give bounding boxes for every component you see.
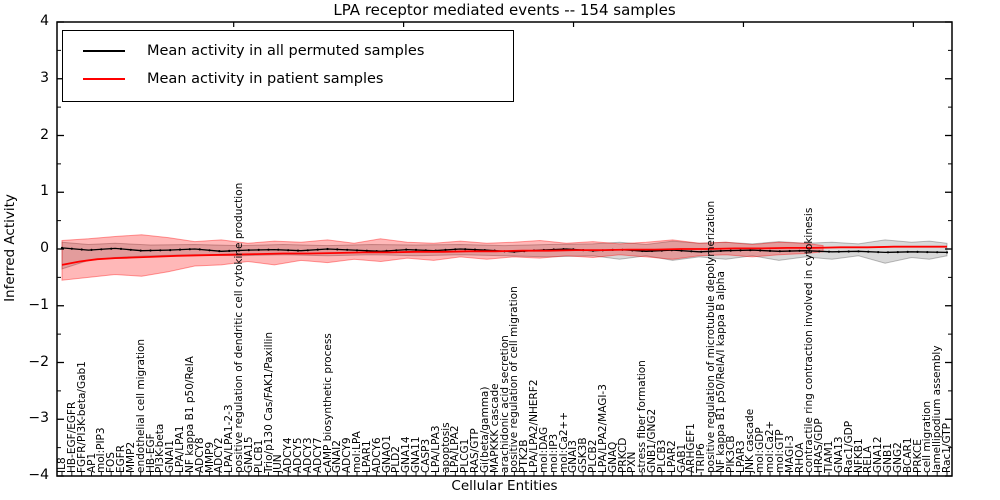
- marker-dot: [247, 249, 250, 252]
- marker-dot: [945, 251, 949, 254]
- marker-dot: [719, 249, 722, 252]
- marker-dot: [414, 248, 418, 251]
- marker-dot: [336, 248, 339, 251]
- marker-dot: [306, 249, 309, 252]
- marker-dot: [690, 250, 693, 253]
- marker-dot: [218, 250, 221, 253]
- y-tick-label: 2: [40, 126, 49, 143]
- x-tick-label: Rac1/GTP: [941, 423, 953, 473]
- chart-title: LPA receptor mediated events -- 154 samp…: [333, 1, 676, 19]
- marker-dot: [228, 249, 231, 252]
- marker-dot: [700, 250, 703, 253]
- marker-dot: [759, 249, 762, 252]
- marker-dot: [188, 248, 191, 251]
- marker-dot: [788, 249, 791, 253]
- marker-dot: [90, 248, 93, 251]
- y-tick-label: 4: [40, 13, 49, 29]
- marker-dot: [139, 249, 142, 252]
- marker-dot: [886, 251, 890, 254]
- marker-dot: [749, 249, 752, 252]
- marker-dot: [385, 249, 388, 252]
- marker-dot: [355, 249, 359, 252]
- marker-dot: [395, 249, 398, 252]
- marker-dot: [405, 248, 408, 251]
- marker-dot: [287, 249, 290, 252]
- marker-dot: [296, 249, 300, 252]
- band-permuted-samples-range: [61, 239, 948, 270]
- marker-dot: [867, 250, 870, 253]
- marker-dot: [149, 249, 152, 252]
- legend-line-black: [83, 50, 125, 52]
- x-axis-label: Cellular Entities: [451, 478, 558, 494]
- marker-dot: [473, 248, 477, 251]
- marker-dot: [267, 248, 270, 251]
- legend-line-red: [83, 78, 125, 80]
- marker-dot: [277, 248, 280, 251]
- marker-dot: [926, 251, 929, 254]
- marker-dot: [936, 251, 939, 254]
- marker-dot: [709, 250, 713, 253]
- line-patient: [61, 245, 947, 266]
- x-tick-label: positive regulation of dendritic cell cy…: [233, 182, 245, 473]
- legend-item-permuted: Mean activity in all permuted samples: [73, 37, 503, 65]
- marker-dot: [906, 250, 909, 253]
- marker-dot: [837, 250, 840, 253]
- marker-dot: [857, 250, 860, 253]
- y-tick-label: 1: [40, 183, 49, 200]
- y-tick-label: −1: [28, 296, 49, 313]
- marker-dot: [739, 249, 742, 252]
- y-tick-label: −3: [28, 410, 49, 427]
- y-tick-label: 0: [40, 240, 49, 256]
- marker-dot: [316, 248, 319, 251]
- marker-dot: [326, 247, 329, 251]
- marker-dot: [208, 249, 211, 252]
- marker-dot: [454, 248, 457, 251]
- marker-dot: [100, 248, 103, 251]
- marker-dot: [798, 249, 801, 252]
- marker-dot: [818, 250, 821, 253]
- marker-dot: [346, 248, 349, 251]
- marker-dot: [680, 249, 683, 252]
- marker-dot: [119, 247, 123, 250]
- marker-dot: [877, 251, 880, 254]
- marker-dot: [847, 250, 850, 253]
- legend-label: Mean activity in patient samples: [147, 71, 384, 87]
- y-tick-label: −2: [28, 353, 49, 370]
- marker-dot: [129, 248, 132, 251]
- x-tick-label: Trio/p130 Cas/FAK1/Paxillin: [262, 331, 275, 473]
- y-tick-label: −4: [28, 467, 49, 483]
- marker-dot: [916, 250, 919, 253]
- marker-dot: [178, 248, 182, 251]
- marker-dot: [237, 249, 241, 252]
- marker-dot: [80, 248, 83, 251]
- marker-dot: [778, 250, 781, 253]
- marker-dot: [729, 249, 732, 252]
- marker-dot: [444, 248, 447, 251]
- marker-dot: [365, 249, 368, 252]
- legend-item-patient: Mean activity in patient samples: [73, 65, 503, 93]
- marker-dot: [159, 249, 162, 252]
- legend-label: Mean activity in all permuted samples: [147, 43, 425, 59]
- marker-dot: [808, 249, 811, 252]
- marker-dot: [110, 247, 113, 250]
- legend: Mean activity in all permuted samples Me…: [62, 30, 514, 102]
- marker-dot: [257, 248, 260, 251]
- marker-dot: [169, 249, 172, 252]
- marker-dot: [896, 251, 899, 254]
- marker-dot: [768, 249, 772, 252]
- marker-dot: [464, 248, 467, 251]
- marker-dot: [70, 247, 73, 250]
- marker-dot: [827, 250, 831, 253]
- y-tick-label: 3: [40, 69, 49, 86]
- marker-dot: [198, 248, 201, 251]
